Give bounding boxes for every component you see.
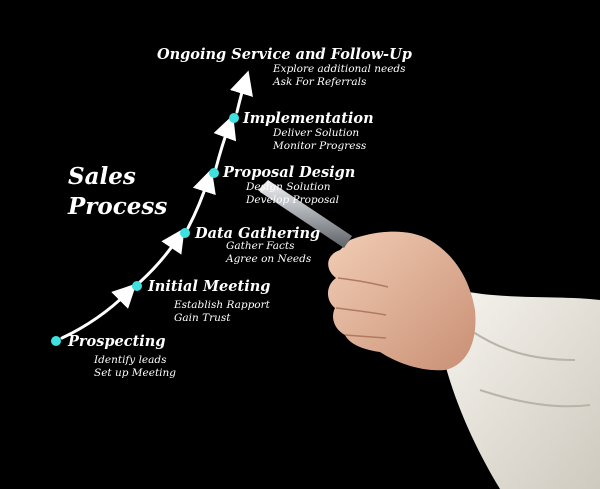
stage-implementation-items: Deliver Solution Monitor Progress [273,127,366,153]
stage-proposal-design-label: Proposal Design [223,164,356,181]
stage-item: Develop Proposal [246,194,339,206]
process-arrows [60,70,253,340]
arrow-4 [213,114,237,170]
arrow-1 [60,283,137,340]
stage-ongoing-service-label: Ongoing Service and Follow-Up [157,46,412,63]
stage-item: Explore additional needs [273,63,406,75]
shirt-sleeve [438,290,600,489]
stage-dots [51,113,239,346]
stage-item: Identify leads [94,354,167,366]
stage-initial-meeting-items: Establish Rapport Gain Trust [174,299,270,325]
hand [327,231,476,371]
dot-implementation [229,113,239,123]
stage-prospecting-label: Prospecting [68,333,166,350]
finger-lines [335,277,389,339]
stage-item: Gather Facts [226,240,295,252]
dot-initial-meeting [132,281,142,291]
stage-item: Establish Rapport [174,299,270,311]
stage-item: Gain Trust [174,312,231,324]
sleeve-fold [469,329,591,408]
stage-item: Agree on Needs [226,253,312,265]
stage-item: Design Solution [246,181,331,193]
stage-initial-meeting-label: Initial Meeting [148,278,271,295]
dot-proposal-design [209,168,219,178]
stage-ongoing-service-items: Explore additional needs Ask For Referra… [273,63,406,89]
stage-item: Deliver Solution [273,127,360,139]
pen [258,180,352,248]
stage-prospecting-items: Identify leads Set up Meeting [94,354,176,380]
dot-data-gathering [180,228,190,238]
stage-item: Ask For Referrals [273,76,367,88]
stage-item: Monitor Progress [273,140,367,152]
diagram-title: Sales Process [68,162,167,222]
stage-data-gathering-label: Data Gathering [195,225,321,242]
stage-data-gathering-items: Gather Facts Agree on Needs [226,240,311,266]
dot-prospecting [51,336,61,346]
stage-implementation-label: Implementation [243,110,374,127]
arrow-2 [138,228,185,284]
title-line-1: Sales [68,163,136,190]
arrow-5 [230,70,253,114]
title-line-2: Process [68,193,168,220]
stage-item: Set up Meeting [94,367,177,379]
stage-proposal-design-items: Design Solution Develop Proposal [246,181,339,207]
arrow-3 [186,168,216,230]
